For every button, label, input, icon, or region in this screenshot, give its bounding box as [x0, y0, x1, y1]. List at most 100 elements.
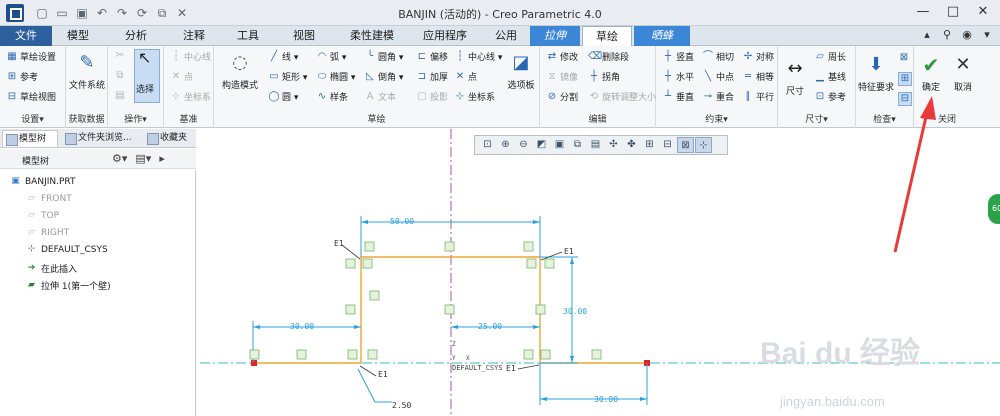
- search-icon[interactable]: ⚲: [942, 28, 952, 41]
- sketch-view-button[interactable]: ⊟草绘视图: [7, 90, 57, 104]
- tree-node-front[interactable]: ▱FRONT: [26, 193, 72, 204]
- shade-closed-loops-button[interactable]: ⊟: [898, 92, 912, 106]
- tree-node-insert-here[interactable]: ➔在此插入: [27, 263, 78, 275]
- divide-button[interactable]: ⊘分割: [547, 90, 579, 104]
- tree-columns-icon[interactable]: ▤▾: [135, 152, 152, 165]
- help-menu-icon[interactable]: ▾: [984, 28, 990, 41]
- group-label-constraint[interactable]: 约束▾: [705, 115, 728, 125]
- tab-applications[interactable]: 应用程序: [423, 29, 467, 42]
- tree-node-part[interactable]: ▣BANJIN.PRT: [11, 176, 76, 187]
- datum-csys-button[interactable]: ⊹坐标系: [171, 90, 212, 104]
- rectangle-button[interactable]: ▭矩形 ▾: [269, 70, 308, 84]
- creo-app-icon[interactable]: [6, 4, 24, 22]
- collapse-ribbon-icon[interactable]: ▴: [924, 28, 930, 41]
- open-file-icon[interactable]: ▭: [56, 6, 68, 20]
- tab-folder-browser[interactable]: 文件夹浏览...: [62, 130, 140, 147]
- minimize-button[interactable]: —: [916, 4, 930, 19]
- tree-node-extrude[interactable]: ▰拉伸 1(第一个壁): [26, 279, 111, 292]
- chamfer-button[interactable]: ◺倒角 ▾: [364, 70, 403, 84]
- feature-requirements-button[interactable]: ⬇ 特征要求: [857, 54, 894, 93]
- tab-model-tree[interactable]: 模型树: [2, 130, 58, 147]
- help-icon[interactable]: ◉: [962, 28, 972, 41]
- tab-extrude[interactable]: 拉伸: [530, 26, 580, 46]
- copy-button[interactable]: ⧉: [114, 70, 126, 82]
- arc-button[interactable]: ◠弧 ▾: [317, 50, 347, 64]
- equal-constraint-button[interactable]: ═相等: [742, 70, 774, 84]
- tab-sketch[interactable]: 草绘: [582, 26, 632, 47]
- regenerate-icon[interactable]: ⟳: [136, 6, 148, 20]
- highlight-open-ends-button[interactable]: ⊞: [898, 72, 912, 86]
- zoom-in-icon[interactable]: ⊕: [501, 139, 510, 150]
- saved-views-icon[interactable]: ⧉: [573, 139, 582, 150]
- sketch-point-button[interactable]: ✕点: [455, 70, 478, 84]
- datum-point-button[interactable]: ✕点: [171, 70, 194, 84]
- dimension-button[interactable]: ↔ 尺寸: [780, 56, 810, 97]
- ok-button[interactable]: ✔ 确定: [916, 52, 946, 93]
- display-style-icon[interactable]: ▣: [554, 139, 565, 150]
- symmetric-constraint-button[interactable]: ✢对称: [743, 50, 775, 64]
- file-system-button[interactable]: ✎ 文件系统: [68, 52, 105, 91]
- cut-button[interactable]: ✂: [114, 50, 126, 62]
- sketch-csys-button[interactable]: ⊹坐标系: [455, 90, 496, 104]
- select-button[interactable]: [134, 49, 160, 103]
- tree-node-csys[interactable]: ⊹DEFAULT_CSYS: [27, 244, 108, 255]
- paste-button[interactable]: ▤: [114, 90, 126, 102]
- baseline-button[interactable]: ▁基线: [814, 70, 846, 84]
- perpendicular-constraint-button[interactable]: ┴垂直: [662, 90, 694, 104]
- tab-analysis[interactable]: 分析: [125, 29, 147, 42]
- tab-favorites[interactable]: 收藏夹: [144, 130, 196, 147]
- corner-button[interactable]: ┼拐角: [588, 70, 620, 84]
- undo-icon[interactable]: ↶: [96, 6, 108, 20]
- ellipse-button[interactable]: ⬭椭圆 ▾: [317, 70, 356, 84]
- perimeter-button[interactable]: ▱周长: [814, 50, 846, 64]
- sketch-setup-button[interactable]: ▦草绘设置: [7, 50, 57, 64]
- circle-button[interactable]: ◯圆 ▾: [268, 90, 299, 104]
- fillet-button[interactable]: ╰圆角 ▾: [364, 50, 403, 64]
- sketch-centerline-button[interactable]: ┆中心线 ▾: [454, 50, 502, 64]
- window-icon[interactable]: ⧉: [157, 6, 167, 20]
- spline-button[interactable]: ∿样条: [317, 90, 349, 104]
- coincident-constraint-button[interactable]: ⊸重合: [703, 90, 735, 104]
- tree-node-top[interactable]: ▱TOP: [26, 210, 59, 221]
- select-arrow[interactable]: ↖: [138, 50, 151, 66]
- line-button[interactable]: ╱线 ▾: [268, 50, 298, 64]
- tree-expand-icon[interactable]: ▸: [159, 152, 165, 165]
- rotate-resize-button[interactable]: ⟲旋转调整大小: [589, 90, 657, 104]
- construction-mode-button[interactable]: ◌ 构造模式: [221, 52, 258, 91]
- vertex-display-icon[interactable]: ⊹: [695, 137, 712, 153]
- tab-extra[interactable]: 晒蜂: [634, 26, 690, 46]
- palette-button[interactable]: ◪ 选项板: [507, 52, 535, 91]
- delete-segment-button[interactable]: ⌫删除段: [588, 50, 630, 64]
- new-file-icon[interactable]: ▢: [36, 6, 48, 20]
- maximize-button[interactable]: □: [946, 4, 960, 19]
- vertical-constraint-button[interactable]: ┼竖直: [662, 50, 694, 64]
- tab-tools[interactable]: 工具: [237, 29, 259, 42]
- constraint-display-icon[interactable]: ⊟: [663, 139, 672, 150]
- tab-annotate[interactable]: 注释: [183, 29, 205, 42]
- graphics-area[interactable]: [197, 129, 1000, 416]
- tab-flexible-modeling[interactable]: 柔性建模: [350, 29, 394, 42]
- sketch-view-icon[interactable]: ▤: [590, 139, 601, 150]
- tree-settings-icon[interactable]: ⚙▾: [112, 152, 128, 165]
- grid-display-icon[interactable]: ⊠: [677, 137, 694, 153]
- close-button[interactable]: ✕: [977, 4, 989, 19]
- tree-node-right[interactable]: ▱RIGHT: [26, 227, 69, 238]
- references-button[interactable]: ⊞参考: [7, 70, 39, 84]
- horizontal-constraint-button[interactable]: ┼水平: [662, 70, 694, 84]
- tab-view[interactable]: 视图: [293, 29, 315, 42]
- tangent-constraint-button[interactable]: ⌒相切: [703, 50, 735, 64]
- mirror-button[interactable]: ⧖镜像: [546, 70, 578, 84]
- spin-center-icon[interactable]: ✤: [627, 139, 636, 150]
- floating-badge[interactable]: 60: [988, 194, 1000, 224]
- datum-centerline-button[interactable]: ┆中心线: [170, 50, 211, 64]
- redo-icon[interactable]: ↷: [116, 6, 128, 20]
- midpoint-constraint-button[interactable]: ╲中点: [702, 70, 734, 84]
- project-button[interactable]: ▢投影: [417, 90, 449, 104]
- zoom-out-icon[interactable]: ⊖: [519, 139, 528, 150]
- group-label-dimension[interactable]: 尺寸▾: [805, 115, 828, 125]
- refit-icon[interactable]: ⊡: [483, 139, 492, 150]
- dimension-display-icon[interactable]: ⊞: [645, 139, 654, 150]
- close-window-icon[interactable]: ✕: [176, 6, 188, 20]
- modify-button[interactable]: ⇄修改: [547, 50, 579, 64]
